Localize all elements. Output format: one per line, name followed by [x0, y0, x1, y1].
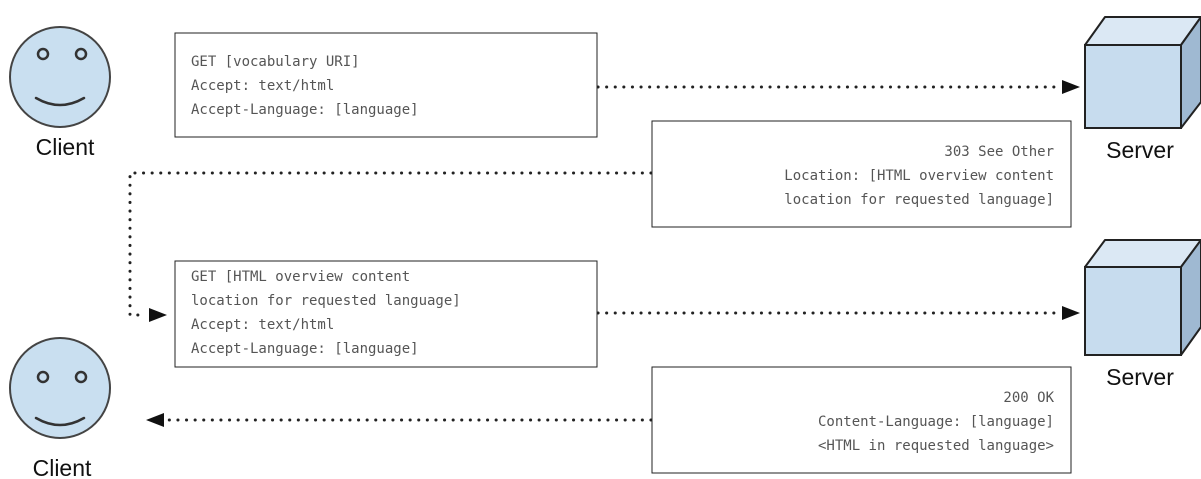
response1-line: 303 See Other — [944, 144, 1054, 160]
request2-line: Accept-Language: [language] — [191, 341, 419, 357]
smiley-face-icon — [9, 337, 111, 439]
response1-box: 303 See Other Location: [HTML overview c… — [651, 120, 1072, 228]
arrow-right-icon — [149, 308, 167, 322]
request2-line: Accept: text/html — [191, 317, 334, 333]
arrow-right-icon — [1062, 306, 1080, 320]
client-bottom: Client — [9, 337, 111, 479]
cube-server-icon — [1084, 239, 1201, 356]
request2-line: GET [HTML overview content — [191, 269, 410, 285]
arrow-right-icon — [1062, 80, 1080, 94]
response1-line: location for requested language] — [784, 192, 1054, 208]
arrow-redirect — [128, 171, 653, 322]
response2-line: 200 OK — [1003, 390, 1054, 406]
request2-box: GET [HTML overview content location for … — [174, 260, 598, 368]
server-top: Server — [1084, 16, 1201, 163]
smiley-face-icon — [9, 26, 111, 128]
request1-box: GET [vocabulary URI] Accept: text/html A… — [174, 32, 598, 138]
response2-box: 200 OK Content-Language: [language] <HTM… — [651, 366, 1072, 474]
client-top-label: Client — [36, 134, 95, 160]
client-top: Client — [9, 26, 111, 160]
server-bottom: Server — [1084, 239, 1201, 390]
request2-line: location for requested language] — [191, 293, 461, 309]
request1-line: Accept: text/html — [191, 78, 334, 94]
response2-line: Content-Language: [language] — [818, 414, 1054, 430]
response1-line: Location: [HTML overview content — [784, 168, 1054, 184]
response2-line: <HTML in requested language> — [818, 438, 1054, 454]
request1-line: Accept-Language: [language] — [191, 102, 419, 118]
client-bottom-label: Client — [33, 455, 92, 479]
server-top-label: Server — [1106, 137, 1174, 163]
cube-server-icon — [1084, 16, 1201, 129]
server-bottom-label: Server — [1106, 364, 1174, 390]
arrow-request2 — [596, 306, 1080, 320]
arrow-request1 — [596, 80, 1080, 94]
arrow-left-icon — [146, 413, 164, 427]
request1-line: GET [vocabulary URI] — [191, 54, 360, 70]
arrow-response2 — [146, 413, 653, 427]
